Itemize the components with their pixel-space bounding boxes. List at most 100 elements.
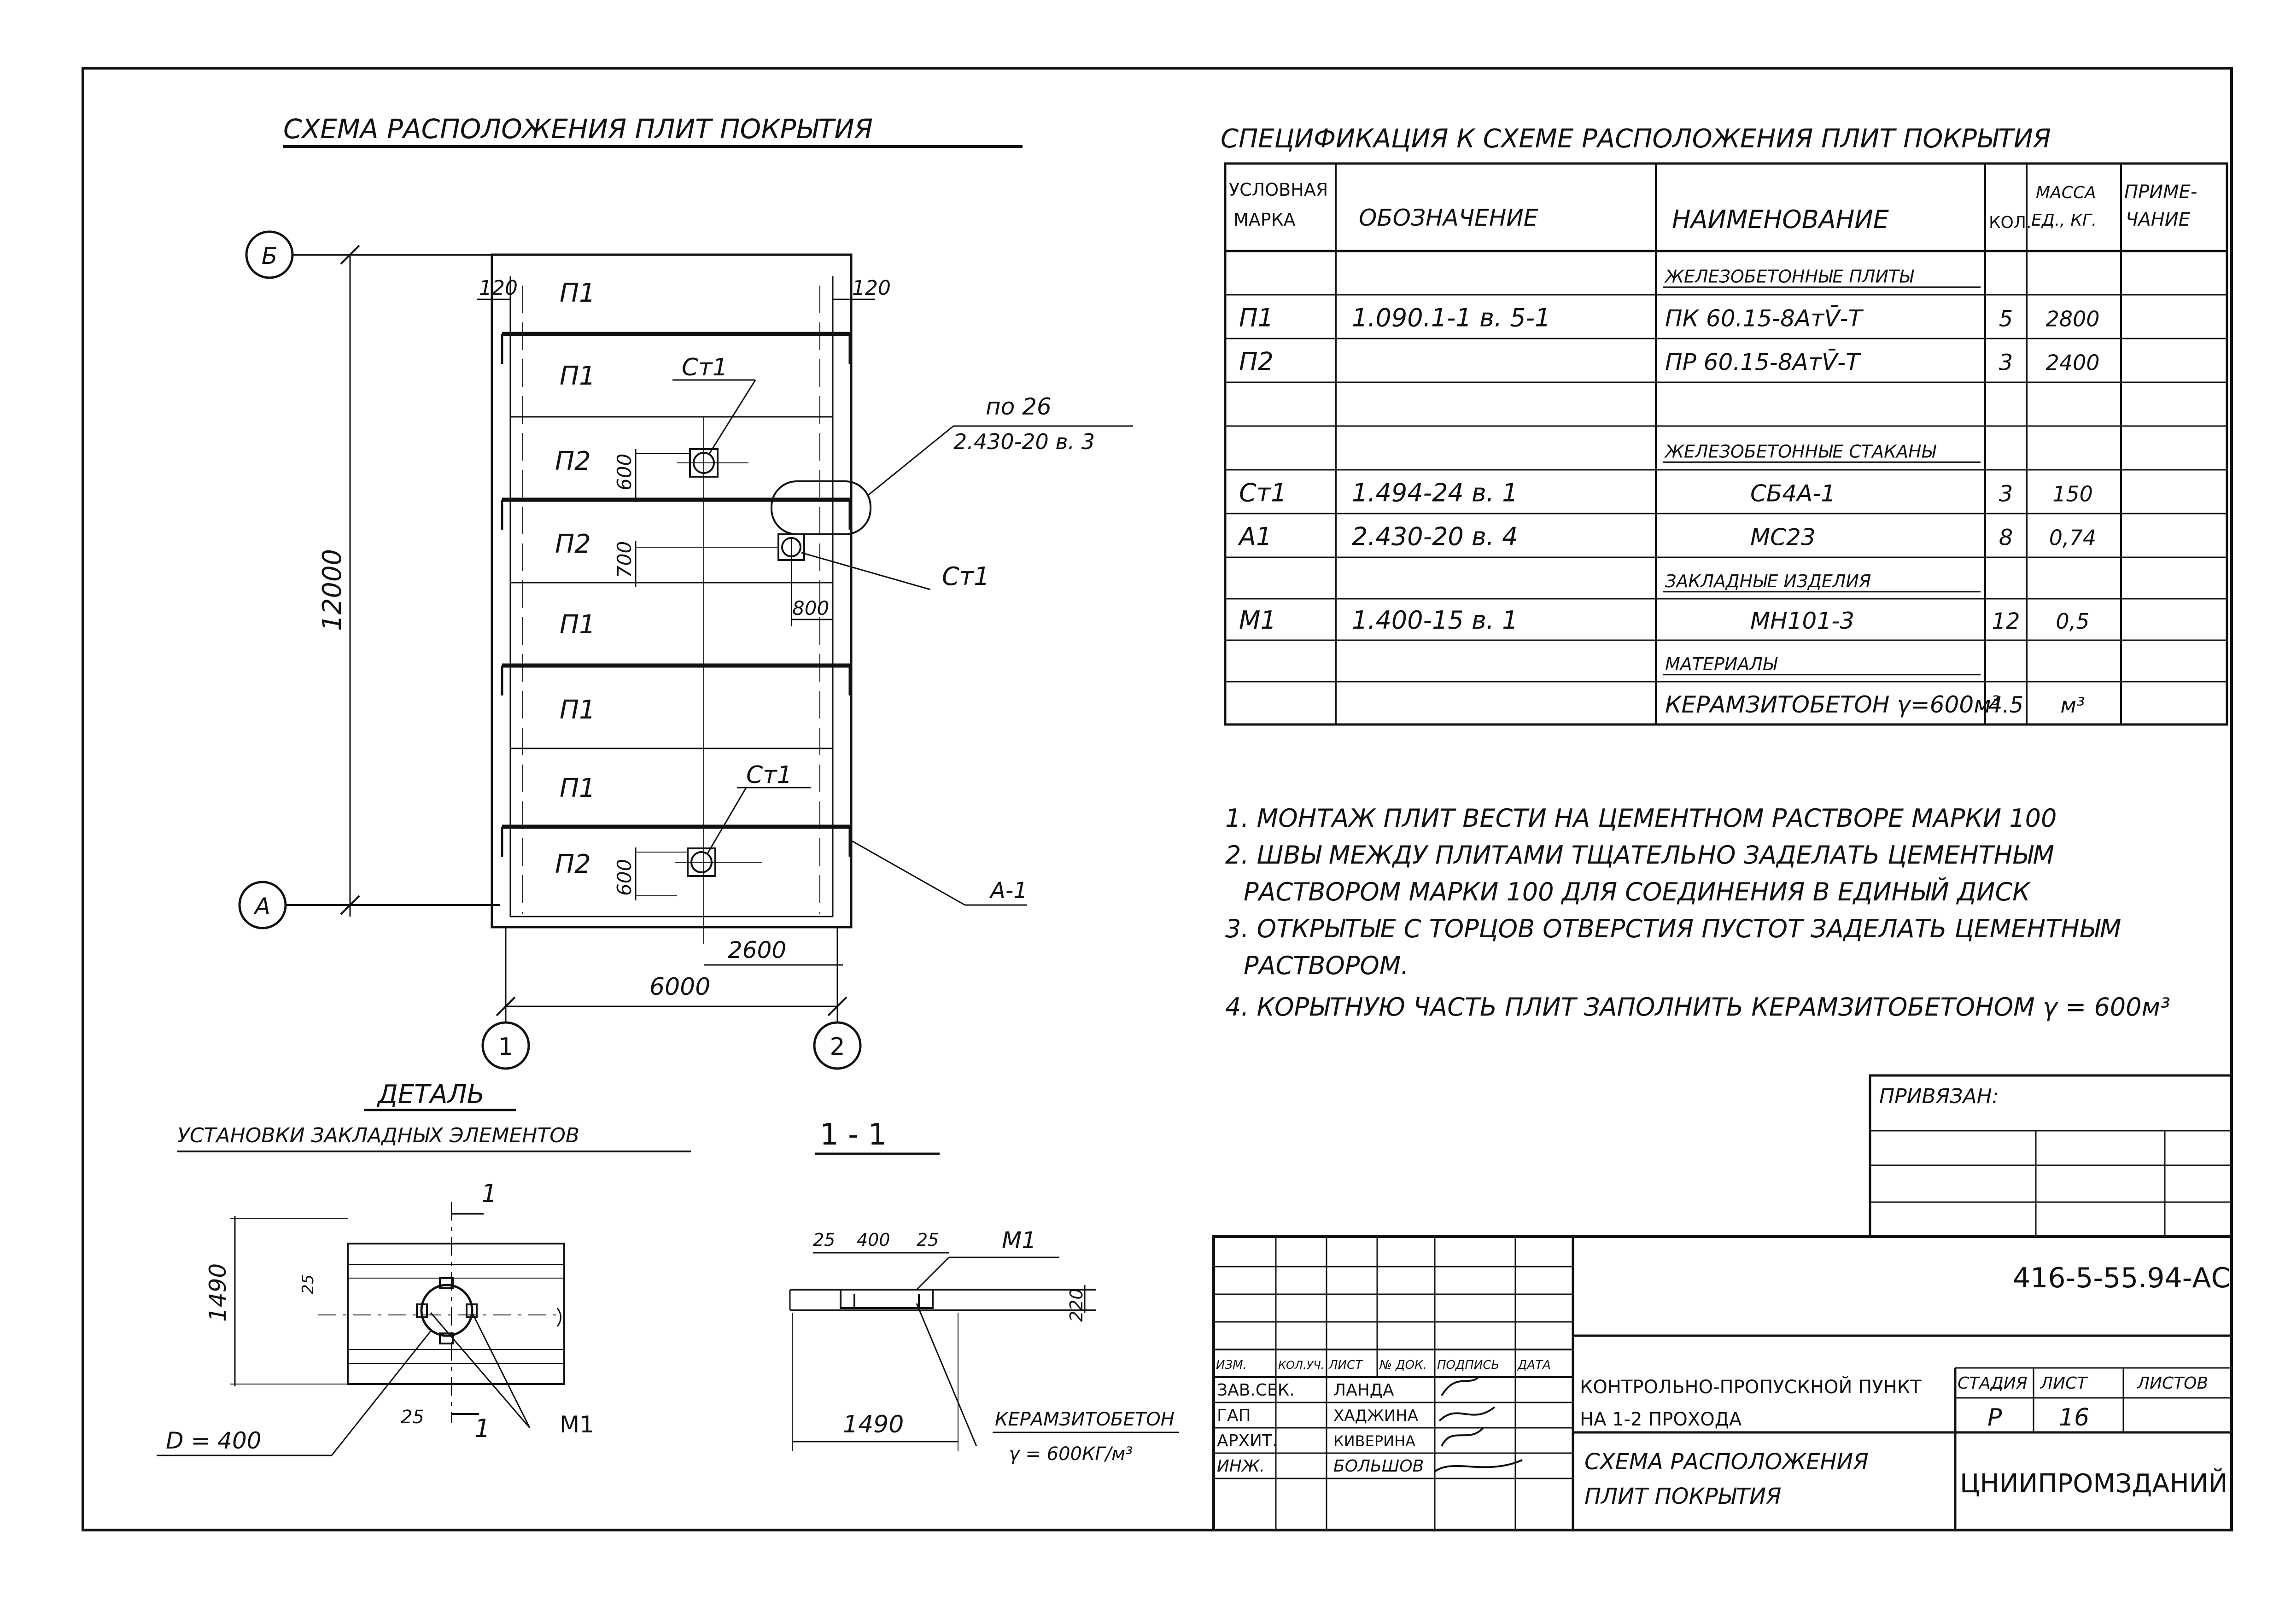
slab-label: П1	[560, 361, 596, 391]
role: ЗАВ.СЕК.	[1217, 1381, 1295, 1400]
spec-cell-mass: 2800	[2046, 306, 2099, 331]
org-name: ЦНИИПРОМЗДАНИЙ	[1960, 1468, 2228, 1499]
dim-600-b: 600	[613, 859, 636, 896]
callout-leader	[868, 425, 954, 496]
spec-cell-qty: 8	[1999, 525, 2013, 550]
detail-d-label: D = 400	[166, 1427, 262, 1454]
dim-600-a: 600	[613, 454, 636, 491]
leader-line	[708, 380, 756, 454]
cut-mark-bottom: 1	[474, 1414, 490, 1443]
axis-1-label: 1	[498, 1033, 513, 1061]
col-podpis: ПОДПИСЬ	[1437, 1358, 1499, 1372]
building-outline	[491, 253, 853, 929]
col-kol: КОЛ.УЧ.	[1278, 1359, 1324, 1372]
spec-cell-name: ЗАКЛАДНЫЕ ИЗДЕЛИЯ	[1665, 571, 1871, 591]
spec-table: СПЕЦИФИКАЦИЯ К СХЕМЕ РАСПОЛОЖЕНИЯ ПЛИТ П…	[1221, 124, 2228, 726]
d-leader	[331, 1331, 432, 1456]
ct1-label-a: Ст1	[682, 354, 728, 381]
slab-joints	[501, 332, 851, 917]
dim-120-left: 120	[479, 276, 518, 300]
slab-label: П1	[560, 773, 596, 803]
ct1-label-c: Ст1	[746, 761, 792, 789]
listov-label: ЛИСТОВ	[2136, 1374, 2208, 1393]
signatures	[1434, 1376, 1523, 1472]
spec-cell-name: ЖЕЛЕЗОБЕТОННЫЕ ПЛИТЫ	[1664, 266, 1914, 286]
head-name: НАИМЕНОВАНИЕ	[1672, 205, 1889, 234]
spec-cell-mass: м³	[2060, 693, 2085, 718]
title-block: ПРИВЯЗАН: ИЗМ. КОЛ.УЧ. ЛИСТ № ДОК.	[1212, 1074, 2233, 1531]
detail-dim-1490: 1490	[205, 1263, 231, 1322]
section-dim-25b: 25	[917, 1230, 939, 1250]
role: ИНЖ.	[1217, 1457, 1265, 1476]
leader-line	[801, 552, 931, 590]
detail-dim-25b: 25	[401, 1407, 424, 1428]
dim-120-right: 120	[852, 276, 891, 300]
a1-leader	[851, 840, 965, 906]
detail-subtitle: УСТАНОВКИ ЗАКЛАДНЫХ ЭЛЕМЕНТОВ	[177, 1124, 579, 1147]
spec-cell-name: МС23	[1750, 524, 1816, 550]
section-title: 1 - 1	[820, 1118, 887, 1152]
sheet-title-1: СХЕМА РАСПОЛОЖЕНИЯ	[1584, 1449, 1869, 1475]
project-line-2: НА 1-2 ПРОХОДА	[1580, 1409, 1742, 1430]
dim-2600: 2600	[728, 937, 786, 964]
note-line: 2. ШВЫ МЕЖДУ ПЛИТАМИ ТЩАТЕЛЬНО ЗАДЕЛАТЬ …	[1225, 841, 2054, 870]
doc-code: 416-5-55.94-АС	[2013, 1262, 2230, 1294]
detail-title: ДЕТАЛЬ	[376, 1080, 485, 1110]
person-name: ЛАНДА	[1333, 1381, 1394, 1400]
spec-cell-qty: 12	[1992, 608, 2020, 634]
stage-value: Р	[1987, 1404, 2002, 1431]
person-name: БОЛЬШОВ	[1333, 1457, 1424, 1476]
spec-cell-name: СБ4А-1	[1750, 480, 1835, 507]
head-mass-1: МАССА	[2036, 183, 2096, 202]
col-list: ЛИСТ	[1328, 1358, 1363, 1372]
sheet-title-2: ПЛИТ ПОКРЫТИЯ	[1584, 1484, 1781, 1509]
spec-cell-name: МАТЕРИАЛЫ	[1665, 654, 1778, 674]
ct1-label-b: Ст1	[942, 562, 990, 591]
note-line: 4. КОРЫТНУЮ ЧАСТЬ ПЛИТ ЗАПОЛНИТЬ КЕРАМЗИ…	[1225, 993, 2170, 1022]
person-name: КИВЕРИНА	[1333, 1432, 1415, 1450]
note-line: РАСТВОРОМ.	[1244, 951, 1409, 980]
col-data: ДАТА	[1517, 1358, 1551, 1372]
spec-cell-des: 1.090.1-1 в. 5-1	[1352, 303, 1550, 332]
notes: 1. МОНТАЖ ПЛИТ ВЕСТИ НА ЦЕМЕНТНОМ РАСТВО…	[1225, 804, 2170, 1022]
head-mark-1: УСЛОВНАЯ	[1229, 180, 1328, 200]
spec-cell-name: ПР 60.15-8АтV̄-Т	[1665, 348, 1861, 375]
head-designation: ОБОЗНАЧЕНИЕ	[1359, 204, 1538, 231]
axis-a-label: А	[253, 893, 270, 920]
stage-label: СТАДИЯ	[1958, 1374, 2028, 1393]
detail-m1-label: М1	[560, 1411, 594, 1438]
col-izm: ИЗМ.	[1216, 1358, 1247, 1372]
spec-cell-mark: Ст1	[1239, 478, 1287, 507]
section-dim-25a: 25	[813, 1230, 835, 1250]
spec-cell-qty: 4.5	[1988, 692, 2023, 718]
section-glass	[840, 1289, 934, 1309]
m1-leader	[471, 1312, 531, 1428]
detail-dim-25a: 25	[299, 1274, 317, 1294]
section-dim-400: 400	[857, 1230, 890, 1250]
spec-cell-name: ПК 60.15-8АтV̄-Т	[1665, 304, 1864, 332]
embedded-plate	[466, 1303, 478, 1318]
note-line: 1. МОНТАЖ ПЛИТ ВЕСТИ НА ЦЕМЕНТНОМ РАСТВО…	[1225, 804, 2057, 833]
spec-cell-mark: М1	[1239, 606, 1276, 635]
slab-label: П2	[555, 849, 591, 879]
section-m1-label: М1	[1002, 1227, 1036, 1254]
spec-border	[1224, 162, 2228, 726]
axis-2-label: 2	[830, 1033, 845, 1061]
head-note-1: ПРИМЕ-	[2124, 181, 2197, 203]
slab-label: П1	[560, 610, 596, 640]
section-material-1: КЕРАМЗИТОБЕТОН	[995, 1409, 1175, 1430]
privyazan-label: ПРИВЯЗАН:	[1879, 1085, 1999, 1108]
slab-label: П2	[555, 529, 591, 559]
spec-cell-mark: А1	[1238, 522, 1272, 551]
material-leader	[916, 1303, 977, 1447]
section-dim-220: 220	[1066, 1288, 1087, 1322]
stamp-border	[1212, 1235, 2233, 1531]
break-line	[556, 1308, 561, 1327]
list-label: ЛИСТ	[2040, 1374, 2088, 1393]
project-line-1: КОНТРОЛЬНО-ПРОПУСКНОЙ ПУНКТ	[1580, 1376, 1922, 1398]
list-value: 16	[2059, 1404, 2089, 1431]
note-line: 3. ОТКРЫТЫЕ С ТОРЦОВ ОТВЕРСТИЯ ПУСТОТ ЗА…	[1225, 914, 2121, 943]
note-line: РАСТВОРОМ МАРКИ 100 ДЛЯ СОЕДИНЕНИЯ В ЕДИ…	[1244, 877, 2031, 906]
plan-view: СХЕМА РАСПОЛОЖЕНИЯ ПЛИТ ПОКРЫТИЯ Б А 1 2…	[238, 113, 1133, 1070]
